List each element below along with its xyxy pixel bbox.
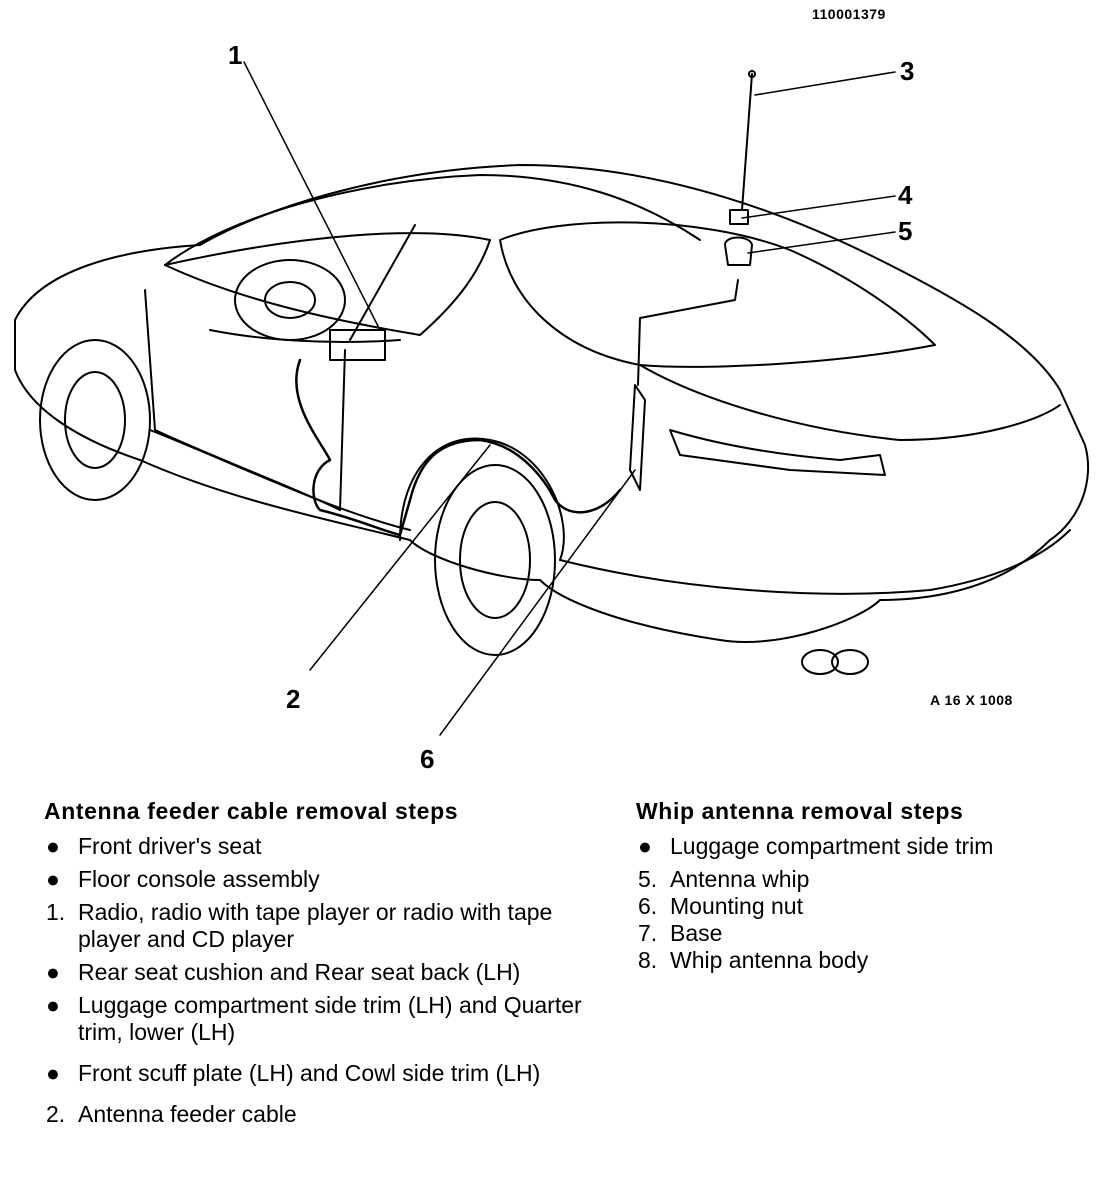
- callout-6: 6: [420, 744, 435, 774]
- illustration-id: A 16 X 1008: [930, 692, 1013, 708]
- step-text: Antenna feeder cable: [78, 1101, 297, 1127]
- rear-wheel: [434, 464, 556, 656]
- bullet-mark: ●: [46, 1060, 60, 1086]
- step-text: Luggage compartment side trim: [670, 833, 994, 859]
- figure-code: 110001379: [812, 6, 886, 22]
- antenna-diagram: 110001379: [14, 6, 1090, 774]
- dash: [209, 329, 401, 343]
- roof-glass: [164, 174, 701, 266]
- number-mark: 6.: [638, 893, 658, 919]
- leader-2: [309, 444, 491, 671]
- antenna-base: [724, 236, 753, 266]
- callout-1: 1: [228, 40, 243, 70]
- step-text: Rear seat cushion and Rear seat back (LH…: [78, 959, 521, 985]
- side-window: [164, 232, 491, 336]
- bullet-mark: ●: [46, 866, 60, 892]
- leader-6: [439, 469, 636, 736]
- number-mark: 1.: [46, 899, 66, 925]
- step-item: 8. Whip antenna body: [636, 947, 1096, 974]
- callout-5: 5: [898, 216, 913, 246]
- number-mark: 2.: [46, 1101, 66, 1127]
- bullet-mark: ●: [46, 992, 60, 1018]
- callout-4: 4: [898, 180, 913, 210]
- step-item: ● Floor console assembly: [44, 866, 584, 893]
- bullet-mark: ●: [46, 833, 60, 859]
- leader-1: [243, 61, 381, 331]
- bumper: [559, 529, 1071, 595]
- car-line-drawing: [14, 61, 1090, 736]
- step-item: 1. Radio, radio with tape player or radio…: [44, 899, 584, 953]
- leader-3: [754, 71, 896, 96]
- feeder-cable-path: [295, 358, 622, 537]
- leader-4: [741, 195, 896, 219]
- number-mark: 7.: [638, 920, 658, 946]
- tail-lights: [669, 429, 886, 476]
- bullet-mark: ●: [638, 833, 652, 859]
- step-item: ● Rear seat cushion and Rear seat back (L…: [44, 959, 584, 986]
- step-item: 2. Antenna feeder cable: [44, 1101, 584, 1128]
- callout-2: 2: [286, 684, 301, 714]
- step-item: ● Front scuff plate (LH) and Cowl side tr…: [44, 1060, 584, 1087]
- car-body-outline: [14, 164, 1090, 643]
- feeder-steps-title: Antenna feeder cable removal steps: [44, 798, 459, 824]
- whip-steps-title: Whip antenna removal steps: [636, 798, 964, 824]
- rocker: [149, 429, 411, 531]
- radio-unit: [329, 329, 386, 361]
- exhaust-tip: [801, 649, 839, 675]
- step-item: ● Luggage compartment side trim: [636, 833, 1096, 860]
- step-text: Base: [670, 920, 723, 946]
- step-item: ● Luggage compartment side trim (LH) and …: [44, 992, 584, 1046]
- leader-5: [747, 231, 896, 254]
- bullet-mark: ●: [46, 959, 60, 985]
- rear-window: [499, 221, 936, 368]
- a-pillar: [349, 224, 416, 341]
- step-text: Mounting nut: [670, 893, 803, 919]
- antenna-body: [629, 384, 646, 491]
- step-text: Antenna whip: [670, 866, 810, 892]
- number-mark: 5.: [638, 866, 658, 892]
- step-text: Front scuff plate (LH) and Cowl side tri…: [78, 1060, 541, 1086]
- step-item: ● Front driver's seat: [44, 833, 584, 860]
- steering-wheel: [234, 259, 346, 341]
- antenna-link: [637, 279, 739, 386]
- step-item: 6. Mounting nut: [636, 893, 1096, 920]
- rear-wheel-arch: [399, 437, 565, 561]
- feeder-cable-steps: Antenna feeder cable removal steps ● Fron…: [44, 798, 584, 1134]
- front-wheel: [39, 339, 151, 501]
- step-text: Front driver's seat: [78, 833, 262, 859]
- step-text: Luggage compartment side trim (LH) and Q…: [78, 992, 582, 1045]
- step-text: Whip antenna body: [670, 947, 869, 973]
- callout-3: 3: [900, 56, 915, 86]
- number-mark: 8.: [638, 947, 658, 973]
- step-item: 5. Antenna whip: [636, 866, 1096, 893]
- step-text: Radio, radio with tape player or radio w…: [78, 899, 553, 952]
- step-item: 7. Base: [636, 920, 1096, 947]
- whip-antenna-steps: Whip antenna removal steps ● Luggage comp…: [636, 798, 1096, 974]
- step-text: Floor console assembly: [78, 866, 320, 892]
- trunk-line: [639, 364, 1061, 441]
- antenna-whip: [741, 73, 753, 211]
